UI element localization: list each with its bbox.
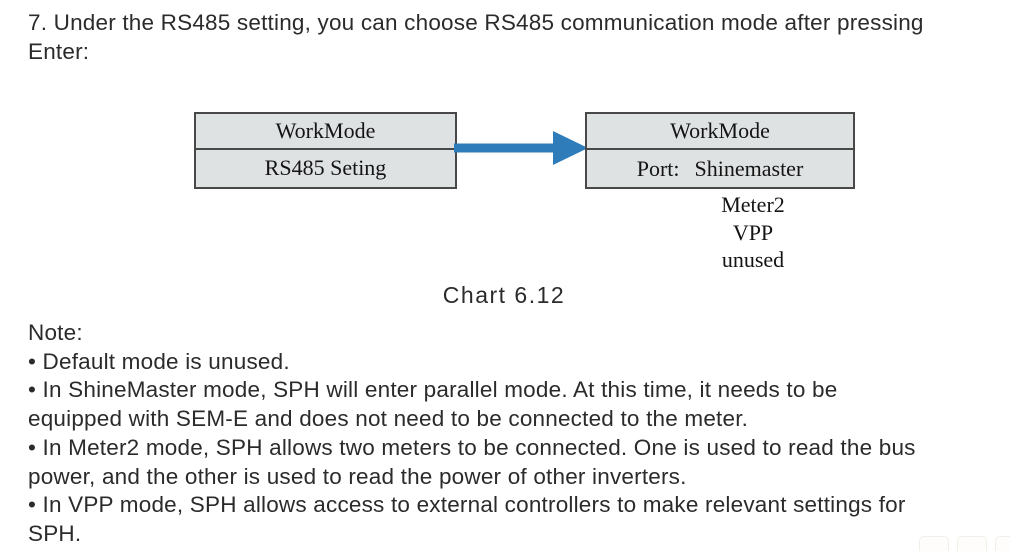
right-arrow-icon	[454, 131, 588, 165]
menu-item-workmode: WorkMode	[196, 114, 455, 150]
cropped-ui-artifact	[995, 536, 1010, 551]
workmode-menu-box: WorkMode RS485 Seting	[194, 112, 457, 189]
port-selection-row: Port: Shinemaster	[587, 150, 853, 187]
cropped-ui-artifact	[957, 536, 987, 551]
port-label: Port:	[636, 155, 680, 181]
port-option-meter2: Meter2	[721, 192, 785, 217]
port-options-list: Meter2 VPP unused	[637, 191, 869, 274]
cropped-ui-artifact	[919, 536, 949, 551]
port-option-unused: unused	[721, 247, 785, 272]
chart-caption: Chart 6.12	[442, 282, 566, 308]
note-item-shinemaster-mode: • In ShineMaster mode, SPH will enter pa…	[28, 377, 838, 432]
port-option-vpp: VPP	[732, 219, 774, 245]
menu-item-rs485-setting: RS485 Seting	[264, 155, 387, 180]
intro-paragraph: 7. Under the RS485 setting, you can choo…	[28, 10, 924, 64]
note-item-vpp-mode: • In VPP mode, SPH allows access to exte…	[28, 492, 906, 546]
port-menu-box: WorkMode Port: Shinemaster	[585, 112, 855, 189]
menu-title-workmode: WorkMode	[587, 114, 853, 150]
notes-section: Note: • Default mode is unused. • In Shi…	[28, 319, 1006, 549]
note-item-meter2-mode: • In Meter2 mode, SPH allows two meters …	[28, 434, 916, 489]
port-value-shinemaster: Shinemaster	[694, 155, 804, 181]
note-item-default-mode: • Default mode is unused.	[28, 348, 290, 374]
note-heading: Note:	[28, 320, 83, 345]
